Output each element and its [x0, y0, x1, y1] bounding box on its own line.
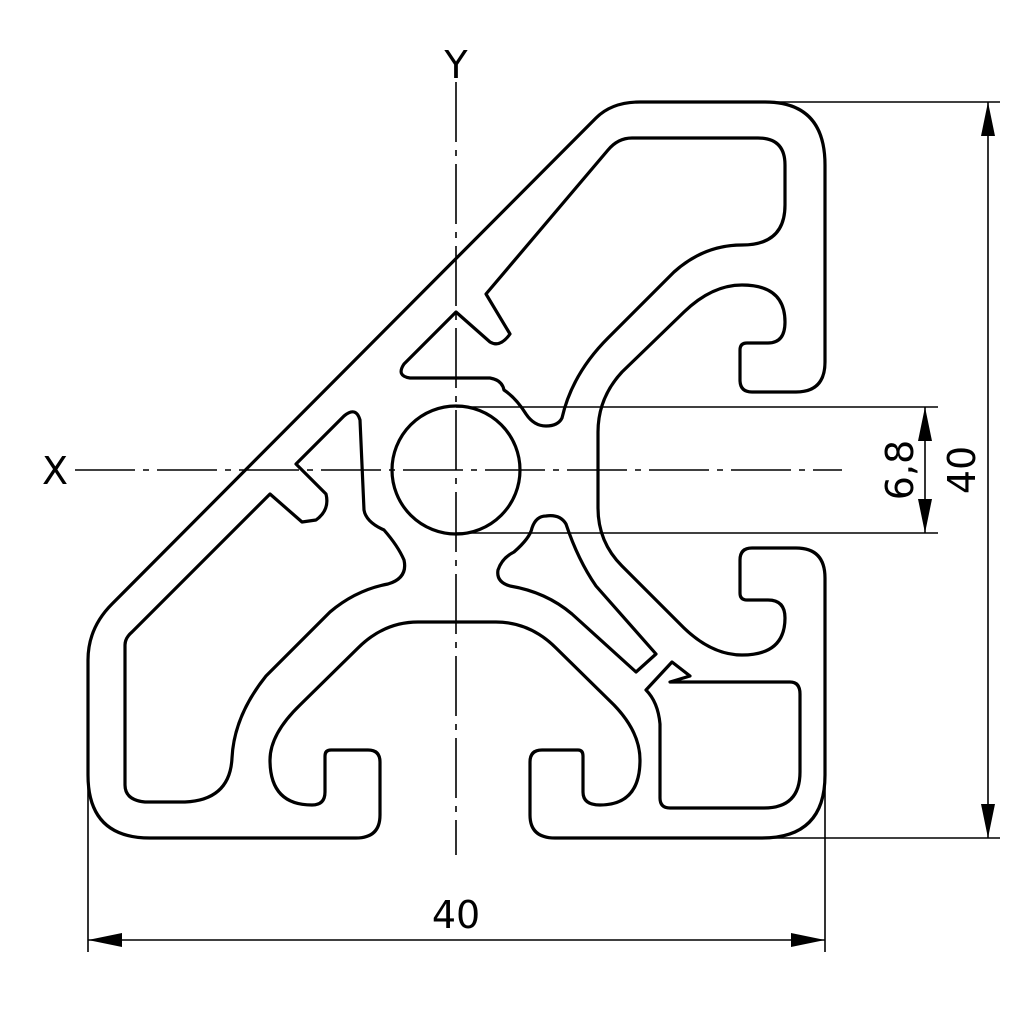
bore-dimension: 6,8	[456, 406, 938, 534]
profile-diagonal-slot	[496, 514, 658, 674]
profile-bottom-right-cavity	[644, 660, 802, 810]
profile-left-cavity	[123, 410, 407, 804]
profile-outer-contour	[86, 100, 827, 840]
bore-dimension-label: 6,8	[878, 440, 922, 500]
width-dimension: 40	[87, 780, 826, 952]
center-bore	[390, 404, 522, 536]
x-axis-label: X	[42, 449, 68, 493]
height-dimension: 40	[770, 101, 1000, 839]
profile-top-cavity	[399, 136, 787, 428]
width-dimension-label: 40	[432, 893, 480, 937]
height-dimension-label: 40	[940, 446, 984, 494]
y-axis-label: Y	[443, 43, 468, 87]
